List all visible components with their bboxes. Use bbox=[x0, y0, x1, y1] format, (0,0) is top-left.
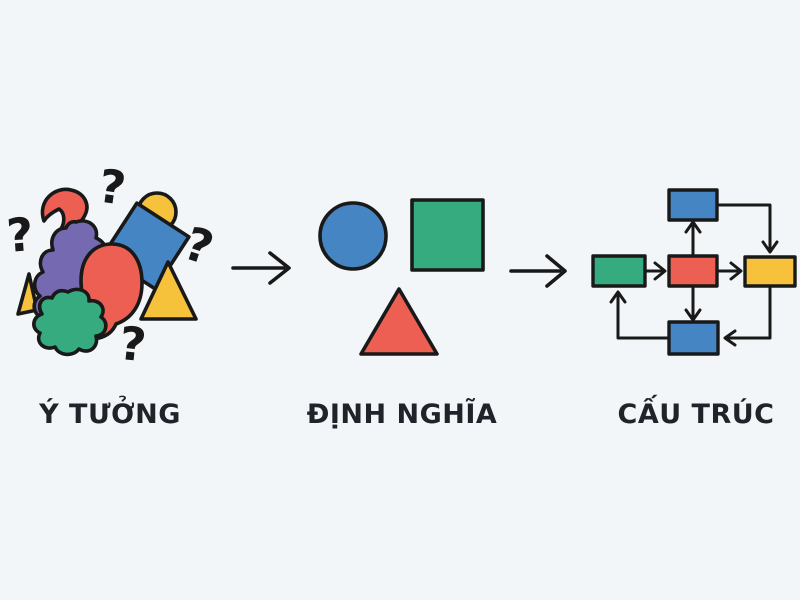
green-square bbox=[410, 198, 485, 272]
edge-right-to-bottom-arrowhead bbox=[723, 329, 737, 347]
edge-right-to-bottom bbox=[726, 285, 772, 340]
flowchart-node-center-red bbox=[667, 254, 719, 288]
edge-center-to-bottom-arrowhead bbox=[684, 308, 702, 322]
stage-label-idea: Ý TƯỞNG bbox=[39, 399, 181, 430]
edge-center-to-top-arrowhead bbox=[684, 220, 702, 234]
edge-top-to-right-arrowhead bbox=[761, 240, 779, 254]
question-mark-icon: ? bbox=[117, 316, 149, 372]
flowchart-edges bbox=[609, 203, 779, 347]
stage-label-definition: ĐỊNH NGHĨA bbox=[306, 399, 498, 430]
arrow-idea-to-definition bbox=[231, 251, 291, 285]
flowchart-node-bottom-blue bbox=[667, 320, 720, 356]
stage-label-structure: CẤU TRÚC bbox=[617, 399, 775, 430]
edge-bottom-to-left bbox=[616, 294, 670, 340]
stage-structure-illustration bbox=[591, 188, 797, 356]
red-triangle bbox=[359, 287, 439, 356]
question-mark-icon: ? bbox=[95, 159, 129, 216]
stage-idea-illustration: ? ? ? ? bbox=[5, 159, 220, 373]
flowchart-node-right-yellow bbox=[743, 255, 797, 288]
edge-bottom-to-left-arrowhead bbox=[609, 290, 627, 304]
edge-center-to-right-arrowhead bbox=[729, 261, 743, 281]
flowchart-node-left-green bbox=[591, 254, 647, 288]
flowchart-node-top-blue bbox=[667, 188, 719, 222]
arrow-head bbox=[545, 254, 567, 288]
yellow-triangle bbox=[139, 260, 198, 321]
arrow-head bbox=[268, 251, 291, 285]
small-yellow-triangle bbox=[16, 272, 39, 316]
edge-left-to-center-arrowhead bbox=[653, 261, 667, 281]
blue-circle bbox=[318, 201, 388, 271]
arrow-definition-to-structure bbox=[509, 254, 567, 288]
green-amoeba-blob bbox=[32, 287, 108, 357]
stage-definition-illustration bbox=[318, 198, 485, 356]
edge-top-to-right bbox=[716, 203, 772, 250]
question-mark-icon: ? bbox=[178, 216, 220, 276]
question-mark-icon: ? bbox=[5, 207, 35, 263]
